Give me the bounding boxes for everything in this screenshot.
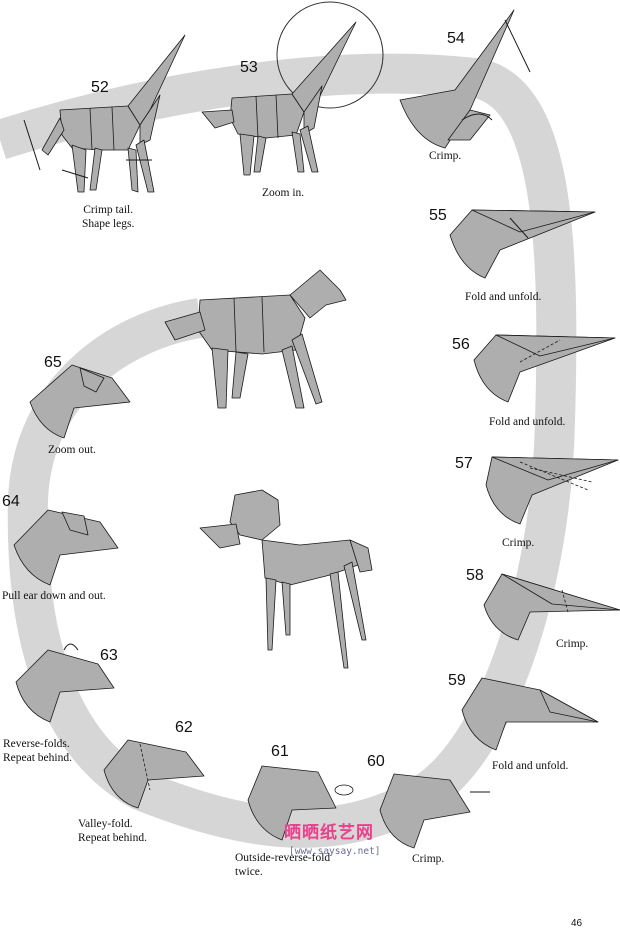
step-number-54: 54	[447, 31, 465, 47]
step-caption-63: Reverse-folds. Repeat behind.	[3, 738, 72, 766]
fold-step-59	[462, 678, 598, 750]
step-caption-60: Crimp.	[412, 853, 444, 867]
step-caption-65: Zoom out.	[48, 444, 96, 458]
watermark-url: [www.saysay.net]	[289, 846, 381, 857]
step-caption-52: Crimp tail. Shape legs.	[82, 204, 134, 232]
step-number-55: 55	[429, 208, 447, 224]
step-number-65: 65	[44, 355, 62, 371]
step-caption-59: Fold and unfold.	[492, 760, 568, 774]
watermark-site-name: 晒晒纸艺网	[284, 818, 374, 843]
step-number-59: 59	[448, 673, 466, 689]
step-number-62: 62	[175, 720, 193, 736]
step-number-64: 64	[2, 494, 20, 510]
step-number-57: 57	[455, 456, 473, 472]
final-dog	[200, 490, 372, 668]
fold-step-65	[30, 365, 130, 438]
step-caption-58: Crimp.	[556, 638, 588, 652]
step-caption-57: Crimp.	[502, 537, 534, 551]
step-caption-56: Fold and unfold.	[489, 416, 565, 430]
step-number-63: 63	[100, 648, 118, 664]
step-caption-53: Zoom in.	[262, 187, 304, 201]
step-caption-55: Fold and unfold.	[465, 291, 541, 305]
step-number-52: 52	[91, 80, 109, 96]
step-caption-64: Pull ear down and out.	[2, 590, 106, 604]
step-number-58: 58	[466, 568, 484, 584]
step-number-60: 60	[367, 754, 385, 770]
page-number: 46	[571, 918, 582, 929]
step-caption-62: Valley-fold. Repeat behind.	[78, 818, 147, 846]
step-number-56: 56	[452, 337, 470, 353]
fold-step-60	[380, 774, 490, 848]
step-caption-54: Crimp.	[429, 150, 461, 164]
step-number-61: 61	[271, 744, 289, 760]
step-number-53: 53	[240, 60, 258, 76]
